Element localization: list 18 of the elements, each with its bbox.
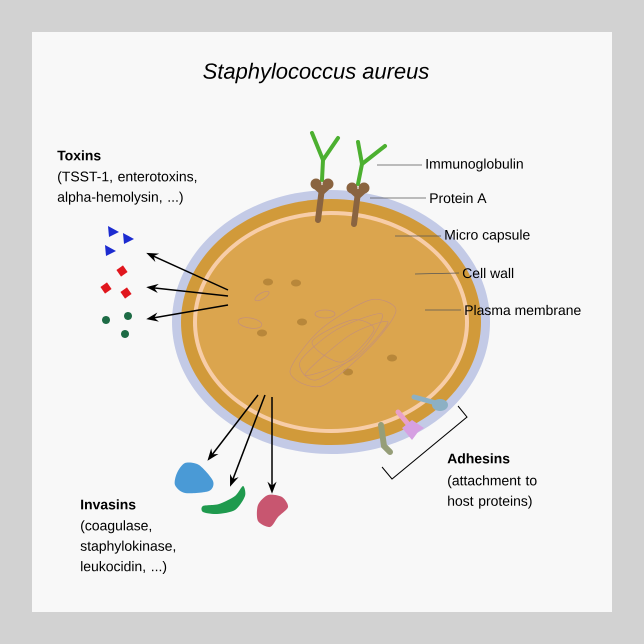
leader-line: [376, 164, 422, 166]
title: Staphylococcus aureus: [203, 62, 429, 84]
heading: Toxins: [57, 150, 101, 160]
protein-blob: [256, 494, 288, 528]
heading: Adhesins: [448, 453, 510, 464]
description-text: (coagulase, staphylokinase, leukocidin, ...): [80, 520, 176, 574]
triangle-particles: [105, 226, 134, 256]
part-label: Immunoglobulin: [426, 158, 523, 172]
protein-blob: [201, 486, 246, 514]
dot-particles: [102, 312, 132, 338]
protein-blob: [174, 462, 214, 494]
heading: Invasins: [81, 499, 136, 510]
description-text: (TSST-1, enterotoxins, alpha-hemolysin, ...): [58, 171, 196, 205]
part-label: Micro capsule: [445, 230, 530, 242]
part-label: Protein A: [430, 192, 487, 204]
description-text: (attachment to host proteins): [448, 475, 537, 509]
leader-line: [414, 272, 460, 274]
square-particles: [100, 265, 132, 299]
